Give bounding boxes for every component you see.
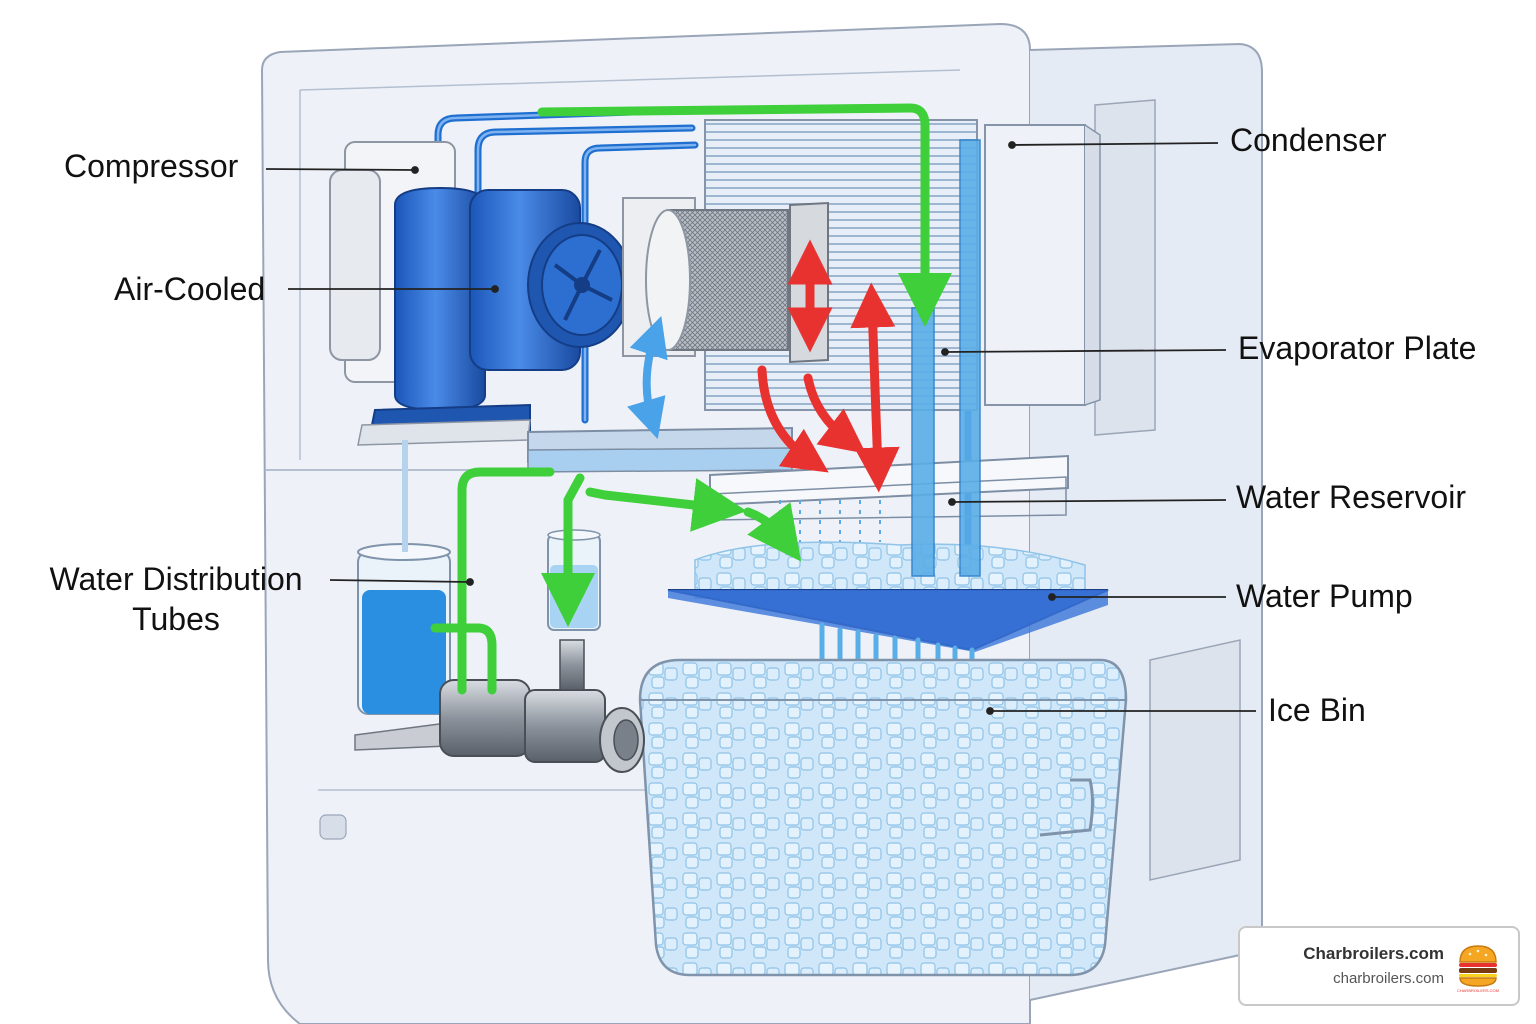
air-flow-arrow (627, 316, 668, 440)
water-tank (357, 440, 451, 715)
water-pump-motor (354, 639, 645, 773)
water-columns (911, 139, 981, 577)
label-water-distribution-line2: Tubes (132, 601, 220, 637)
compressor (329, 141, 581, 446)
water-cup (547, 529, 601, 631)
label-water-reservoir: Water Reservoir (1236, 479, 1466, 515)
ice-bin (638, 658, 1128, 977)
water-flow-arrows (430, 103, 952, 695)
label-water-distribution-line1: Water Distribution (49, 561, 303, 597)
leader-lines (265, 141, 1256, 715)
evaporator-tray (527, 426, 793, 473)
brand-card[interactable]: Charbroilers.com charbroilers.com CHARBR… (1238, 926, 1520, 1006)
label-compressor: Compressor (64, 148, 239, 184)
refrigerant-lines-inner (436, 108, 697, 422)
brand-url: charbroilers.com (1333, 970, 1444, 987)
label-ice-bin: Ice Bin (1268, 692, 1366, 728)
heat-arrows (757, 239, 900, 493)
label-condenser: Condenser (1230, 122, 1387, 158)
fan (527, 222, 633, 348)
label-water-pump: Water Pump (1236, 578, 1413, 614)
burger-icon: CHARBROILERS.COM (1457, 945, 1499, 993)
label-air-cooled: Air-Cooled (114, 271, 266, 307)
label-evaporator-plate: Evaporator Plate (1238, 330, 1477, 366)
label-water-distribution-tubes: Water Distribution Tubes (38, 559, 314, 639)
brand-title: Charbroilers.com (1303, 944, 1444, 963)
logo-text: CHARBROILERS.COM (1457, 988, 1499, 993)
